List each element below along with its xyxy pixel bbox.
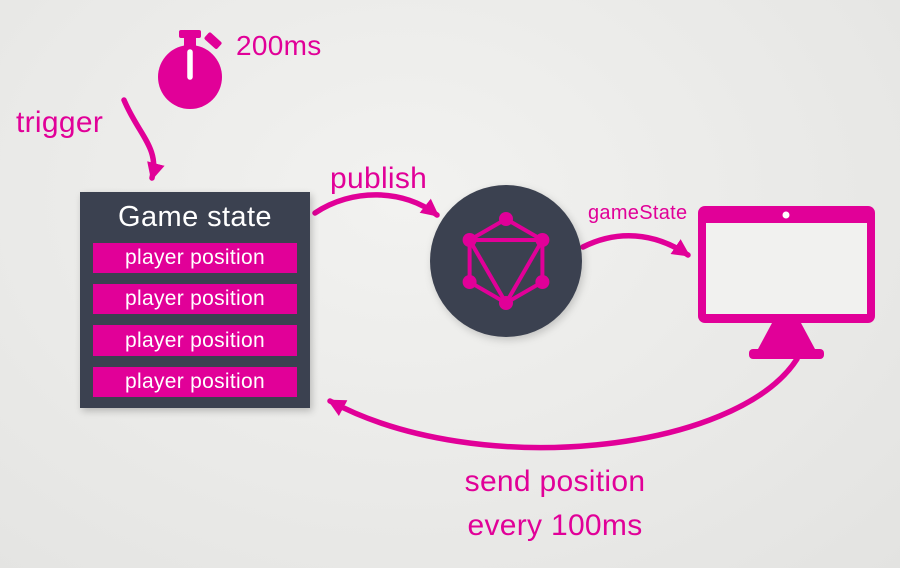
trigger-arrow	[121, 97, 165, 181]
monitor-icon	[698, 206, 875, 359]
player-position-row: player position	[93, 366, 297, 397]
publish-label: publish	[330, 162, 428, 195]
send-position-label: send position every 100ms	[405, 460, 705, 548]
gamestate-arrow	[580, 233, 691, 258]
player-position-row: player position	[93, 242, 297, 274]
player-position-row: player position	[93, 284, 297, 315]
graphql-logo-icon	[430, 185, 582, 337]
game-state-box: Game state player position player positi…	[80, 192, 310, 408]
game-state-title: Game state	[118, 200, 272, 233]
gamestate-label: gameState	[588, 202, 688, 224]
send-position-line1: send position	[464, 465, 646, 498]
send-position-arrow	[327, 356, 800, 451]
send-position-line2: every 100ms	[467, 509, 643, 542]
publish-arrow	[312, 192, 440, 218]
stopwatch-icon	[158, 30, 222, 109]
trigger-label: trigger	[16, 106, 104, 139]
player-position-row: player position	[93, 325, 297, 356]
timer-interval-label: 200ms	[236, 30, 322, 61]
